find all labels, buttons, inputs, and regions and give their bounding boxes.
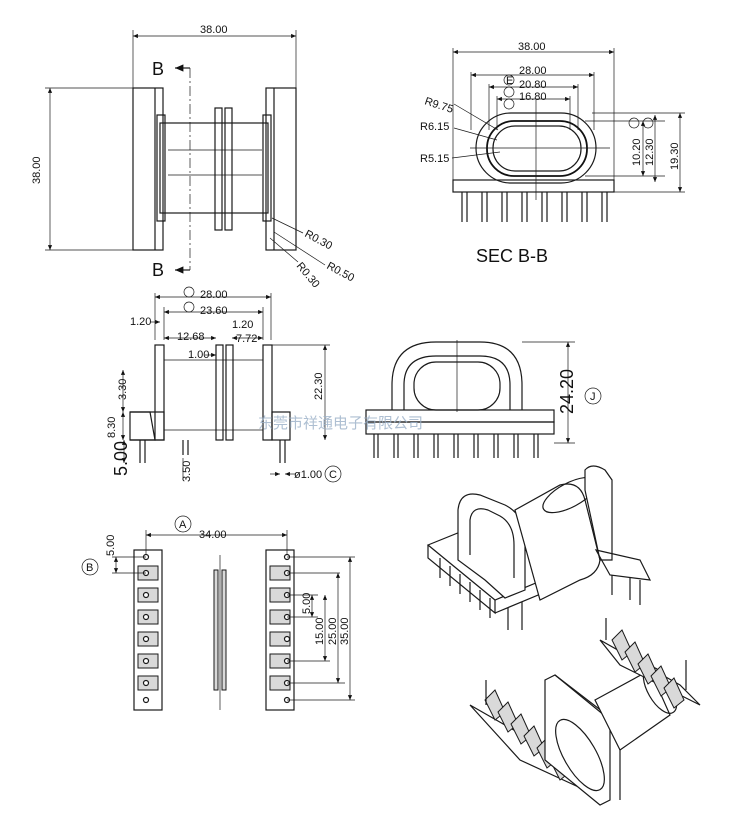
radius-1: R0.30 — [303, 228, 335, 252]
watermark: 东莞市祥通电子有限公司 — [258, 414, 423, 432]
section-mark-bottom: B — [152, 260, 164, 280]
dim-pin: ø1.00 — [294, 469, 322, 481]
dim-35-00: 35.00 — [339, 617, 351, 645]
dim-3-30: 3.30 — [117, 379, 129, 400]
callout-j: J — [590, 391, 596, 403]
left-pin-slots — [137, 553, 159, 704]
dim-height: 38.00 — [31, 156, 43, 184]
bottom-view: A 34.00 — [81, 515, 355, 711]
radius-3: R0.30 — [294, 260, 322, 290]
dim-wall: 1.20 — [130, 316, 151, 328]
dim-12-68: 12.68 — [177, 331, 205, 343]
section-mark-top: B — [152, 59, 164, 79]
side-pins — [373, 434, 539, 458]
radius-inner: R5.15 — [420, 153, 449, 165]
dim-22-30: 22.30 — [313, 372, 325, 400]
isometric-view-top — [426, 465, 652, 630]
dim-15-00: 15.00 — [314, 617, 326, 645]
dim-overall: 38.00 — [518, 41, 546, 53]
dim-1-00: 1.00 — [188, 349, 209, 361]
dim-3-50: 3.50 — [181, 461, 193, 482]
callout-c: C — [329, 469, 337, 481]
dim-pitch: 5.00 — [105, 535, 117, 556]
balloon-e: E — [506, 75, 513, 87]
isometric-view-bottom — [469, 618, 701, 806]
dim-5-00: 5.00 — [301, 593, 313, 614]
iso-fins-right — [611, 629, 685, 709]
section-title: SEC B-B — [476, 246, 548, 266]
radius-mid: R6.15 — [420, 121, 449, 133]
dim-5-00: 5.00 — [111, 441, 131, 476]
dim-34-00: 34.00 — [199, 529, 227, 541]
callout-a: A — [179, 519, 187, 531]
dim-8-30: 8.30 — [106, 417, 118, 438]
section-pins — [461, 192, 608, 222]
top-view: 38.00 38.00 B B R0.30 R0.50 R0.30 — [31, 24, 356, 290]
dim-1-20b: 1.20 — [232, 319, 253, 331]
dim-d: 23.60 — [200, 305, 228, 317]
dim-height: 19.30 — [669, 142, 681, 170]
section-bb-view: 38.00 E 28.00 20.80 16.80 — [420, 41, 685, 266]
dim-e: 28.00 — [519, 65, 547, 77]
dim-e: 28.00 — [200, 289, 228, 301]
dim-g: 20.80 — [519, 79, 547, 91]
dim-width: 38.00 — [200, 24, 228, 36]
right-pin-slots — [269, 553, 291, 704]
iso-pins-1 — [439, 558, 641, 630]
dim-height: 24.20 — [557, 369, 577, 414]
dim-25-00: 25.00 — [327, 617, 339, 645]
side-view: 24.20 J — [365, 340, 602, 458]
dim-f: 16.80 — [519, 91, 547, 103]
dim-h: 10.20 — [631, 138, 643, 166]
radius-outer: R9.75 — [423, 95, 455, 115]
radius-2: R0.50 — [325, 260, 357, 284]
callout-b: B — [86, 562, 93, 574]
dim-7-72: 7.72 — [236, 333, 257, 345]
dim-i: 12.30 — [644, 138, 656, 166]
front-view: 28.00 23.60 1.20 12.68 1.20 7.72 1.00 3.… — [106, 286, 342, 483]
